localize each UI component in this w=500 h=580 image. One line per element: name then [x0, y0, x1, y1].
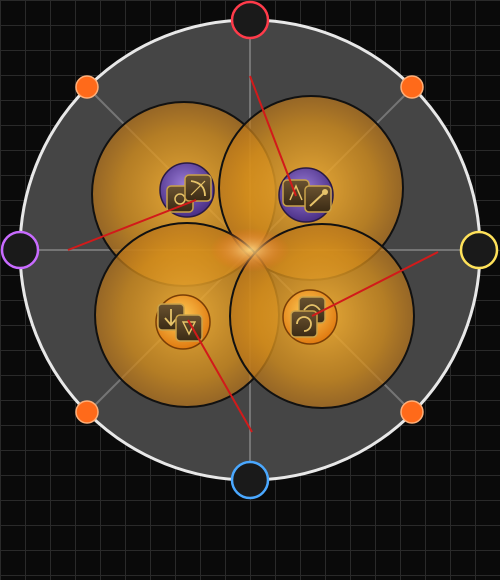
edge-orb-southeast	[400, 400, 424, 424]
bow-debuff-icon	[166, 174, 212, 213]
edge-orb-northeast	[400, 75, 424, 99]
tether-lines	[67, 75, 439, 433]
edge-orb-northwest	[75, 75, 99, 99]
waymark-d	[0, 230, 40, 270]
waymark-c	[230, 460, 270, 500]
staff-debuff-icon	[282, 179, 332, 213]
edge-orbs	[75, 75, 424, 424]
edge-orb-southwest	[75, 400, 99, 424]
center-glow	[210, 228, 290, 272]
tether-northwest	[67, 199, 197, 251]
tether-southwest	[187, 319, 253, 433]
tether-southeast	[311, 251, 439, 317]
waymark-b	[459, 230, 499, 270]
swirl-debuff-icon	[290, 296, 326, 338]
waymark-a	[230, 0, 270, 40]
tether-northeast	[249, 75, 297, 197]
